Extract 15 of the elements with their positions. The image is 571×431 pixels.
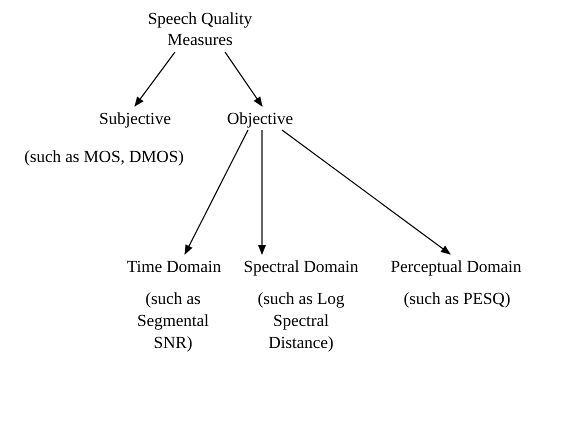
node-label: Subjective xyxy=(99,108,171,128)
node-label: Speech Quality Measures xyxy=(146,8,254,50)
arrow xyxy=(258,130,266,255)
node-label: Time Domain xyxy=(126,256,222,276)
arrow xyxy=(282,130,451,255)
example-note: (such as Log Spectral Distance) xyxy=(256,288,346,354)
node-label: Perceptual Domain xyxy=(390,256,522,276)
arrow xyxy=(134,52,176,107)
example-note: (such as Segmental SNR) xyxy=(136,288,210,354)
example-note: (such as MOS, DMOS) xyxy=(23,146,185,168)
arrow xyxy=(184,130,249,255)
arrow xyxy=(224,52,263,107)
example-note: (such as PESQ) xyxy=(402,288,512,310)
node-label: Objective xyxy=(226,108,294,128)
node-label: Spectral Domain xyxy=(244,256,358,276)
